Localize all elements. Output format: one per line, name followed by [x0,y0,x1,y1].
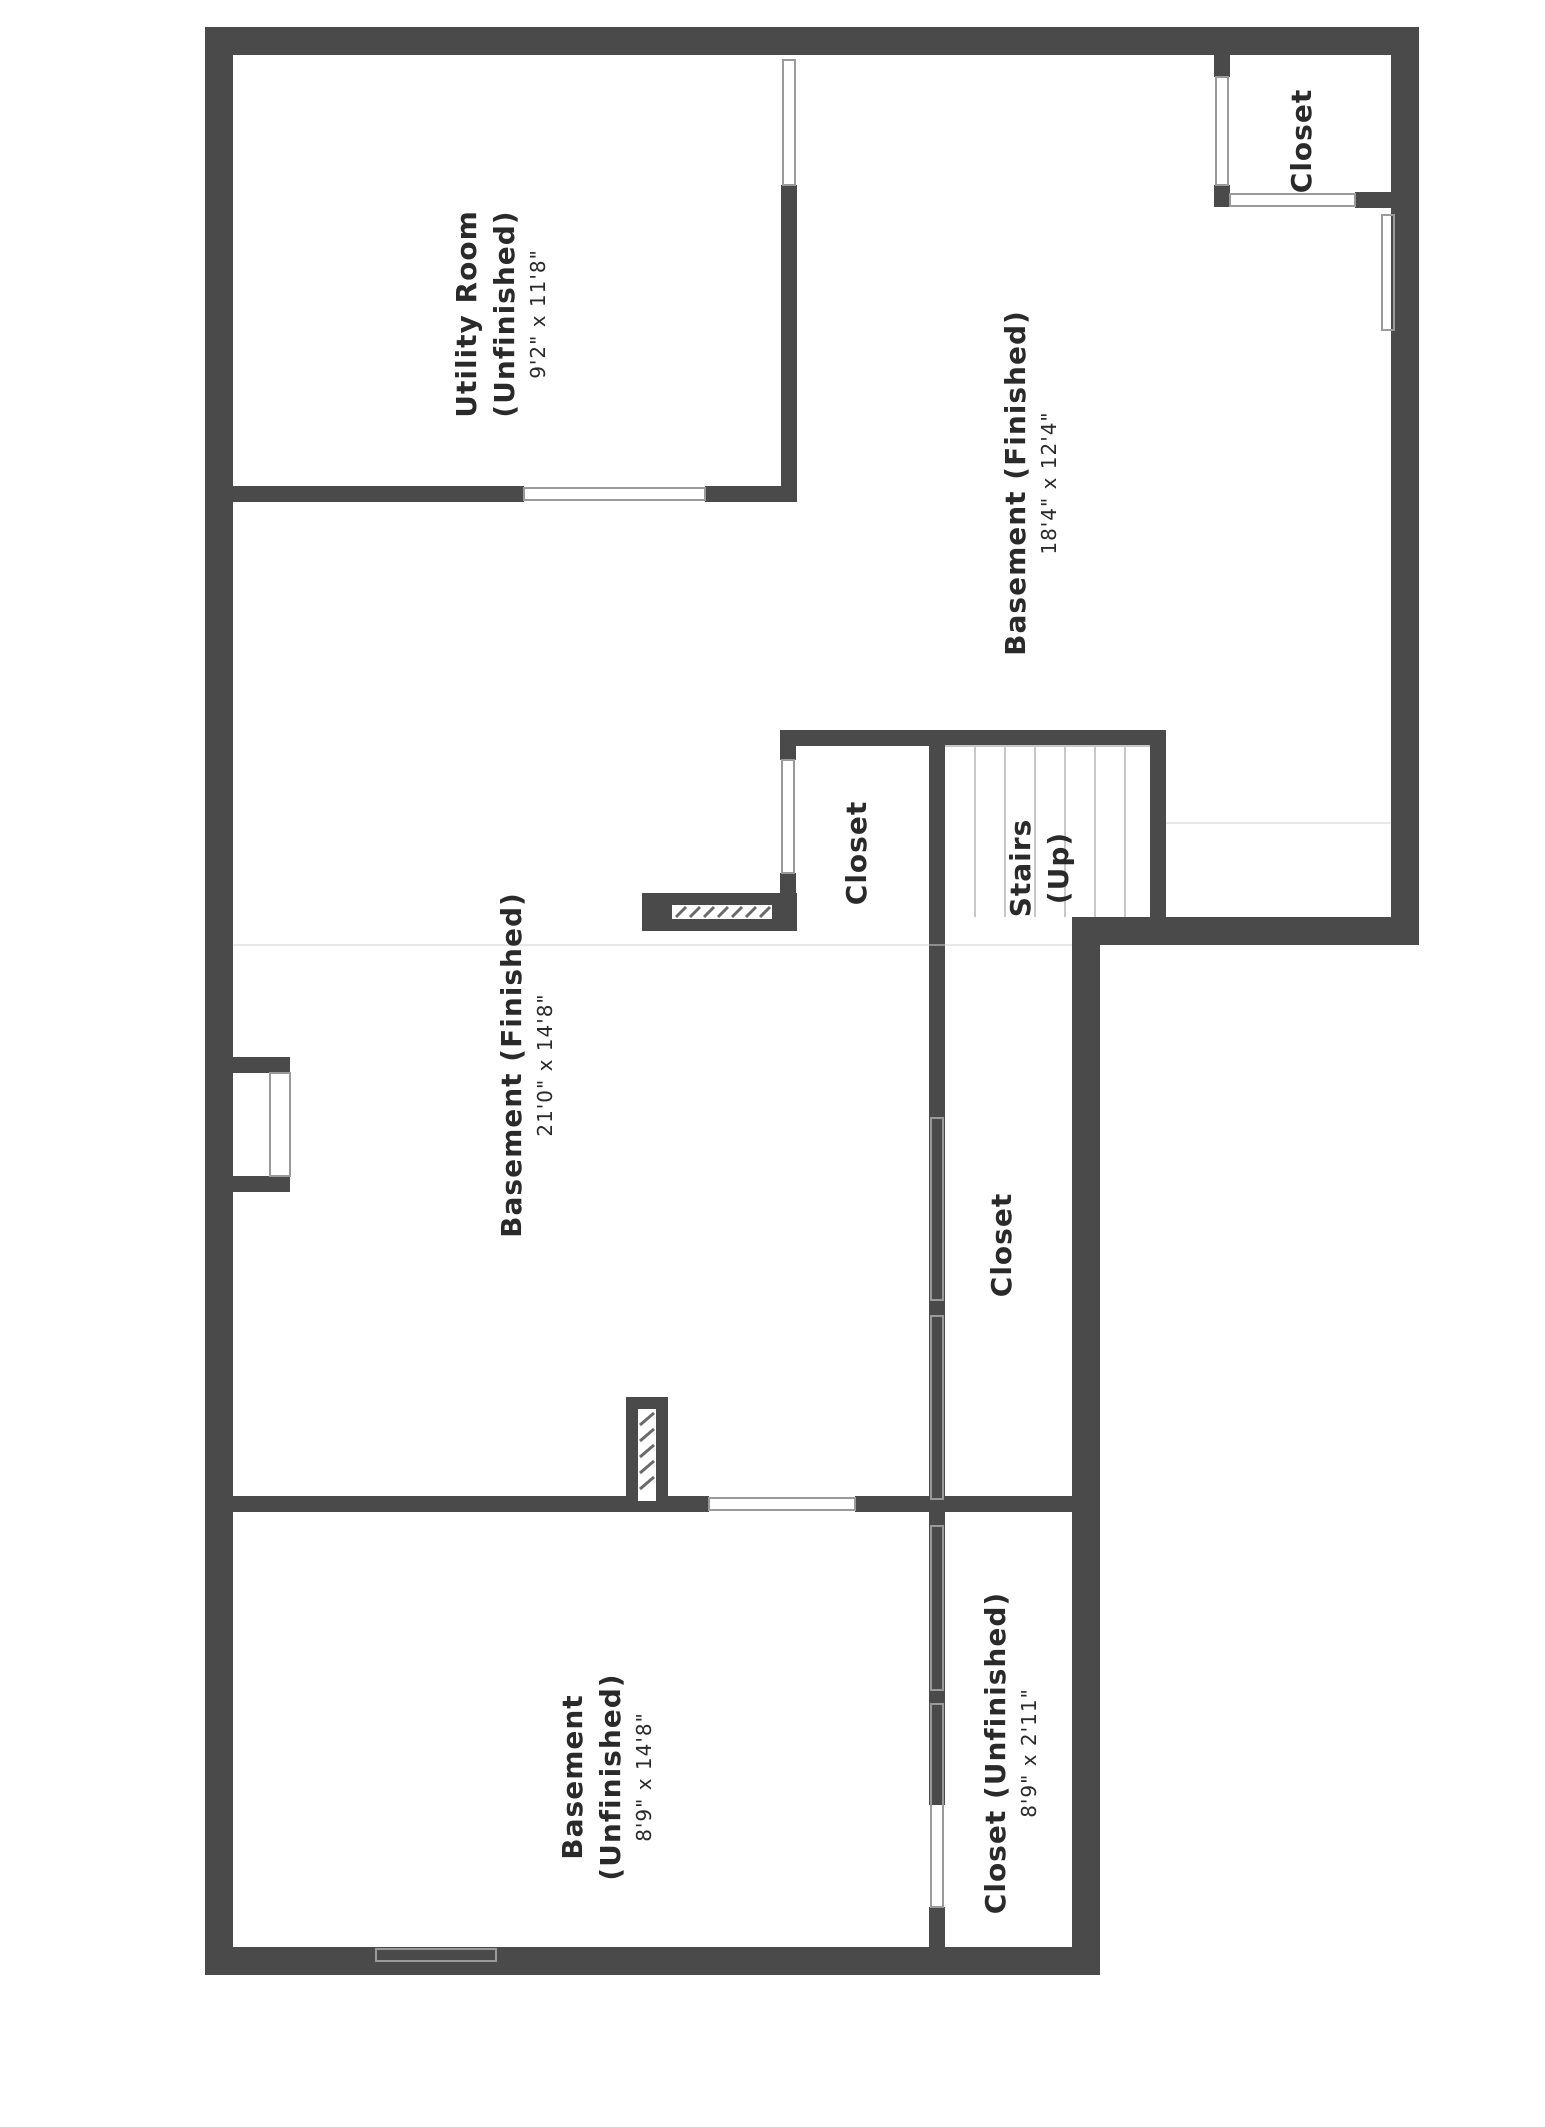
room-label-closet-middle: Closet [838,503,876,1203]
room-dimensions: 9'2" x 11'8" [526,249,550,379]
stair-treads [945,745,1150,917]
room-name: Basement [556,1694,589,1860]
scan-seams [233,822,1391,946]
room-name: Closet [1285,88,1318,194]
room-name: Basement (Finished) [495,892,528,1238]
floor-area [233,55,1391,1947]
room-label-utility-room: Utility Room (Unfinished) 9'2" x 11'8" [448,0,552,664]
hatched-fixtures [638,905,772,1501]
room-name: Closet [840,800,873,906]
room-name-line2: (Unfinished) [594,1673,627,1881]
room-name: Utility Room [450,210,483,418]
room-dimensions: 8'9" x 2'11" [1017,1688,1041,1818]
room-label-basement-finished-main: Basement (Finished) 21'0" x 14'8" [493,715,559,1415]
room-dimensions: 8'9" x 14'8" [632,1712,656,1842]
floor-plan [205,27,1419,1975]
room-label-closet-top: Closet [1283,0,1321,491]
room-label-basement-unfinished: Basement (Unfinished) 8'9" x 14'8" [554,1427,658,2127]
openings [269,59,1395,1962]
room-name-line2: (Unfinished) [488,210,521,418]
room-name: Closet (Unfinished) [979,1591,1012,1915]
room-dimensions: 21'0" x 14'8" [533,993,557,1137]
exterior-walls [205,27,1419,1975]
room-name-line2: (Up) [1042,831,1075,905]
room-label-closet-unfinished: Closet (Unfinished) 8'9" x 2'11" [977,1403,1043,2103]
